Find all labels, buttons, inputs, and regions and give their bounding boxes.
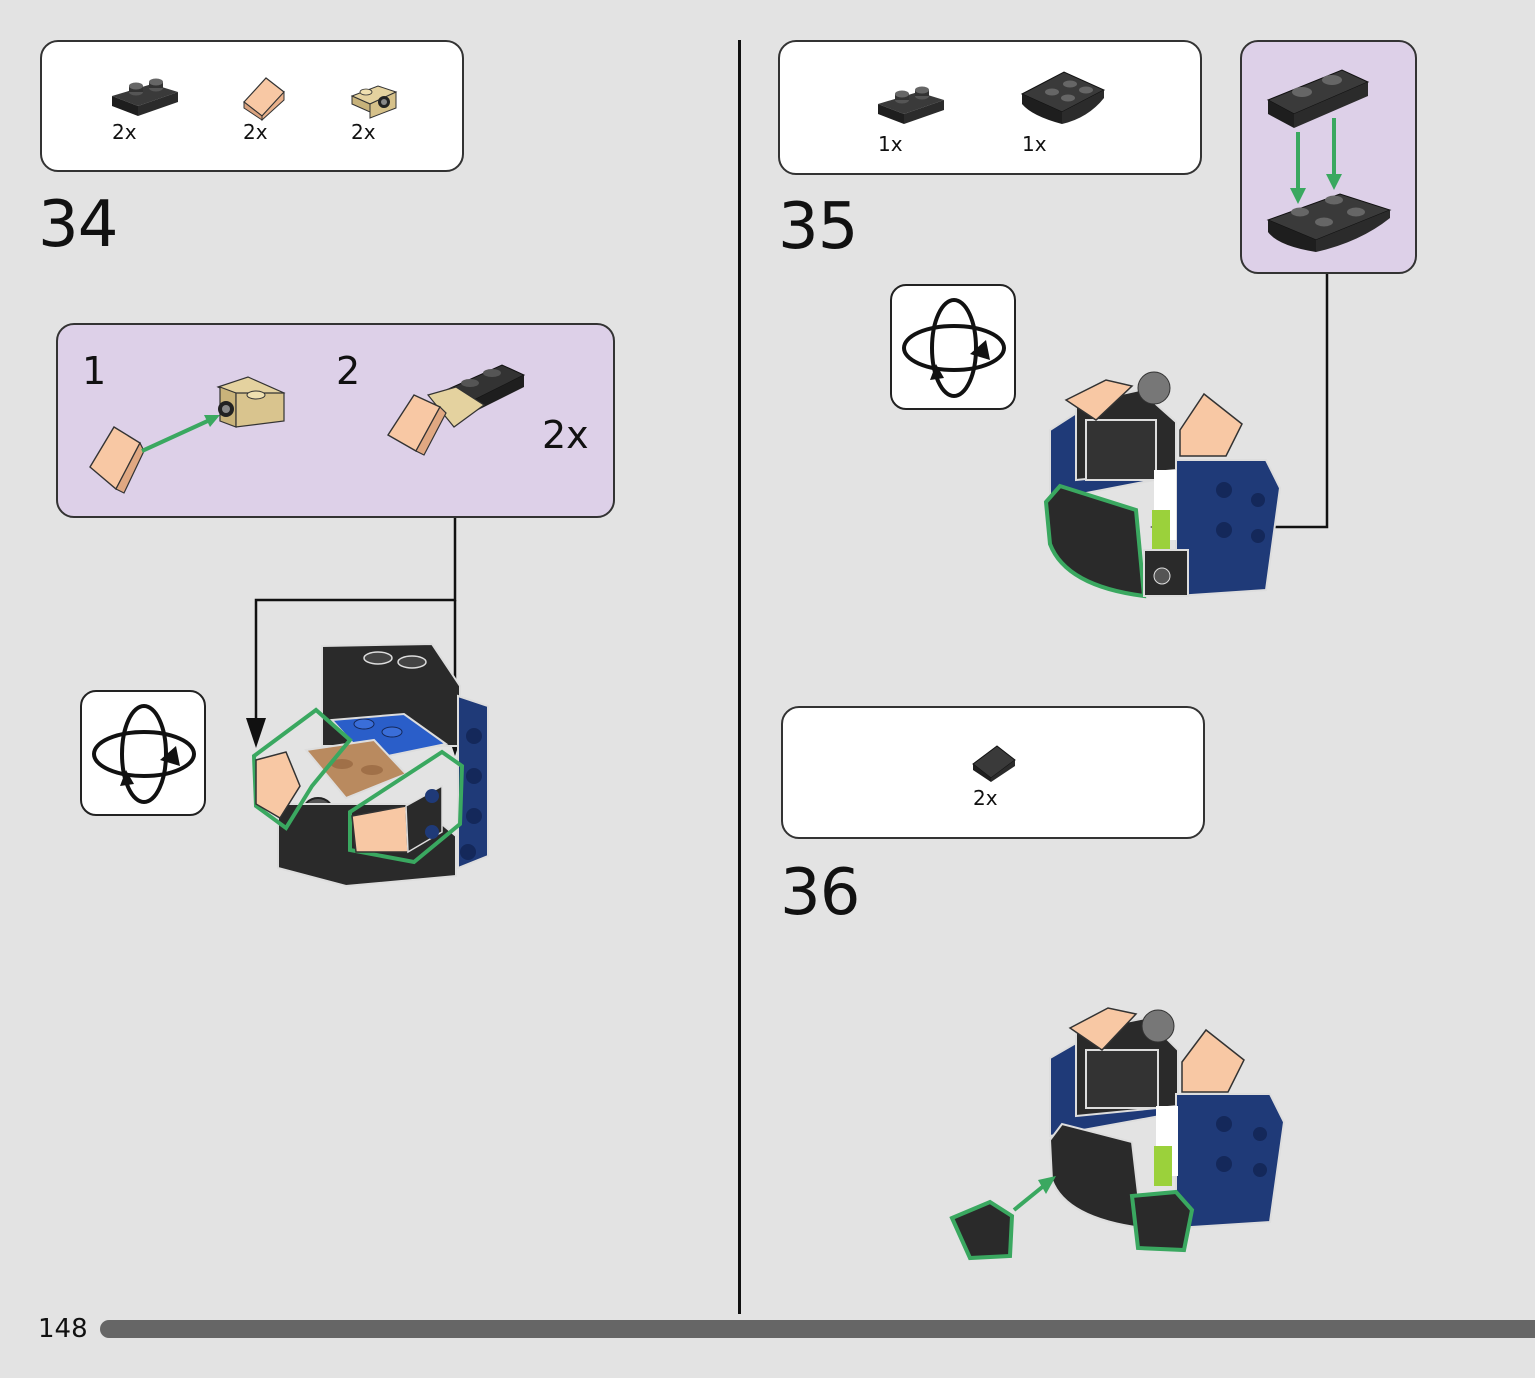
black-inverted-curved-plate-icon [1020,71,1106,124]
rotate-icon [92,704,196,804]
peach-slope-icon [243,77,285,122]
rotate-icon [902,298,1006,398]
substep-2-illustration [387,364,526,456]
part-qty: 2x [243,120,268,144]
part-qty: 2x [973,786,998,810]
tan-bracket-icon [350,85,398,119]
parts-list-step-36: 2x [781,706,1205,839]
step-number-36: 36 [780,856,860,930]
part-qty: 2x [112,120,137,144]
subassembly-35-illustration [1266,69,1392,252]
page-divider [738,40,741,1314]
rotate-model-box [80,690,206,816]
step-34-model [251,642,489,888]
step-36-model [949,1007,1286,1261]
part-qty: 2x [351,120,376,144]
step-number-35: 35 [778,190,858,264]
black-slope-icon [972,745,1016,782]
parts-list-step-35: 1x 1x [778,40,1202,175]
part-qty: 1x [1022,132,1047,156]
part-qty: 1x [878,132,903,156]
subassembly-step-35 [1240,40,1417,274]
substep-number-1: 1 [82,349,107,393]
black-plate-1x2-icon [112,78,178,116]
black-plate-1x2-icon [878,86,944,124]
page-number: 148 [38,1314,88,1344]
substep-1-illustration [89,376,286,494]
step-35-model [1043,371,1282,599]
parts-list-step-34: 2x 2x 2x [40,40,464,172]
rotate-model-box [890,284,1016,410]
substep-number-2: 2 [336,349,361,393]
subassembly-step-34: 1 2 2x [56,323,615,518]
step-number-34: 34 [38,188,118,262]
progress-bar [100,1320,1535,1338]
subassembly-multiplier: 2x [542,413,589,457]
